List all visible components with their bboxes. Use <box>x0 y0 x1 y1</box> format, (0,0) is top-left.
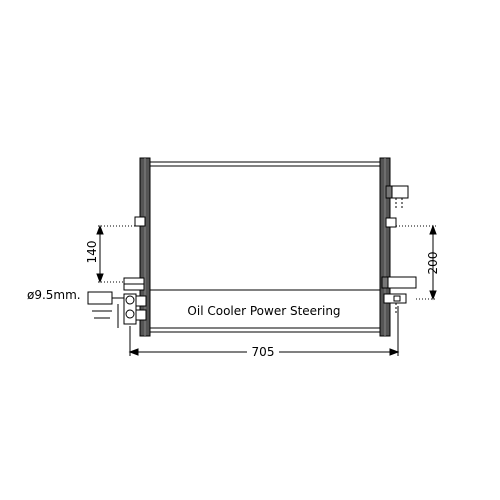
pipe-diameter-label: ø9.5mm. <box>27 288 81 302</box>
dimension-705-label-bg <box>247 344 279 358</box>
right-tank <box>379 157 391 337</box>
right-bracket-top <box>385 185 409 210</box>
left-bracket-upper <box>134 216 146 227</box>
right-bracket-bottom <box>383 293 407 314</box>
dimension-140-label: 140 <box>85 241 99 264</box>
left-pipe-fitting <box>87 291 147 328</box>
right-bracket-middle <box>385 217 397 228</box>
left-tank <box>139 157 151 337</box>
dimension-705-label: 705 <box>252 345 275 359</box>
dimension-200 <box>396 224 437 301</box>
left-bracket-lower <box>123 277 145 291</box>
dimension-200-label: 200 <box>426 252 440 275</box>
oil-cooler-label: Oil Cooler Power Steering <box>187 304 340 318</box>
right-bracket-lower <box>381 276 417 289</box>
dimension-140 <box>96 224 136 284</box>
